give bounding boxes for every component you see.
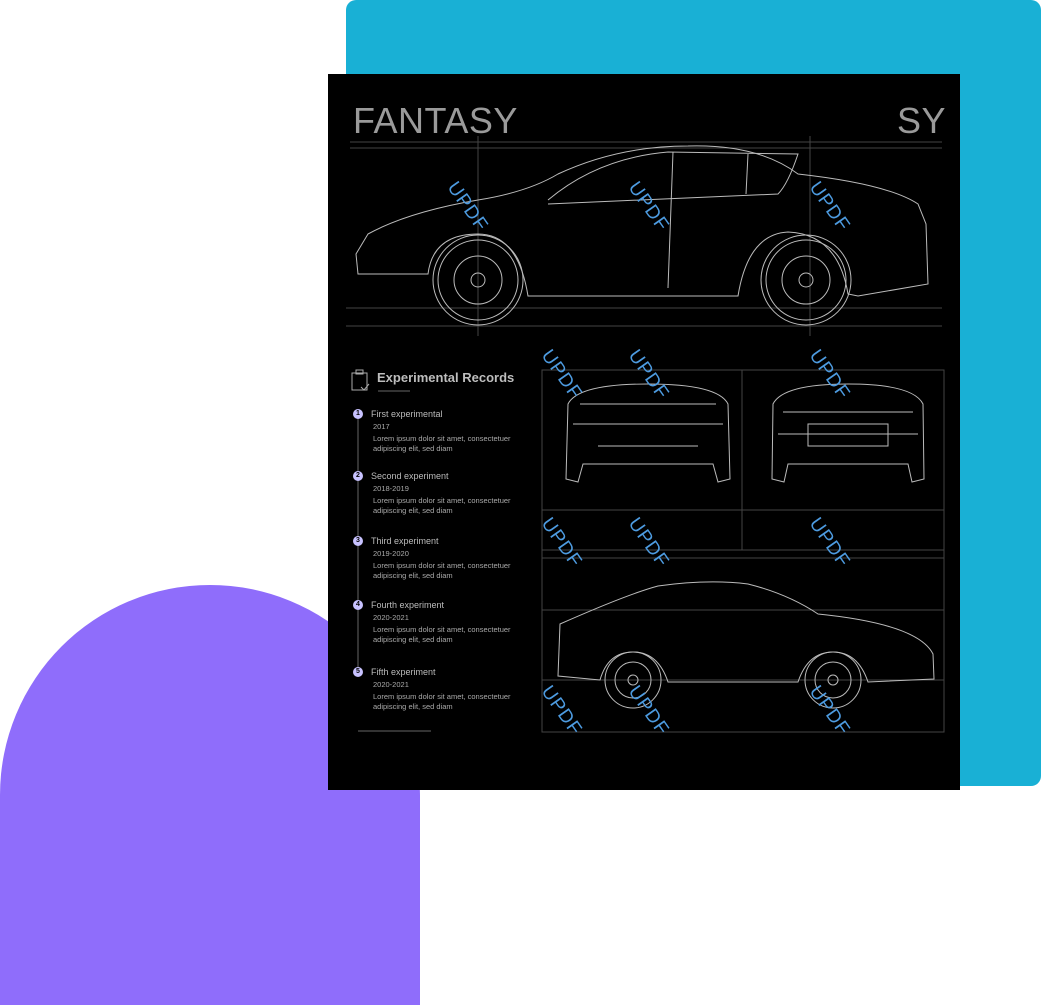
side-view-car-small bbox=[557, 581, 935, 709]
record-number: 3 bbox=[353, 536, 363, 546]
title-left: FANTASY bbox=[353, 100, 518, 141]
record-item: 5 Fifth experiment 2020-2021 Lorem ipsum… bbox=[353, 667, 531, 712]
record-desc: Lorem ipsum dolor sit amet, consectetuer… bbox=[373, 561, 511, 580]
record-number: 1 bbox=[353, 409, 363, 419]
record-item: 2 Second experiment 2018-2019 Lorem ipsu… bbox=[353, 471, 531, 516]
record-number: 2 bbox=[353, 471, 363, 481]
record-title: First experimental bbox=[371, 409, 443, 419]
record-item: 1 First experimental 2017 Lorem ipsum do… bbox=[353, 409, 531, 454]
record-years: 2020-2021 bbox=[373, 613, 409, 622]
record-title: Fifth experiment bbox=[371, 667, 436, 677]
car-blueprints bbox=[346, 136, 945, 733]
record-years: 2019-2020 bbox=[373, 549, 409, 558]
record-years: 2020-2021 bbox=[373, 680, 409, 689]
record-desc: Lorem ipsum dolor sit amet, consectetuer… bbox=[373, 496, 511, 515]
front-view-car bbox=[565, 383, 731, 483]
record-title: Third experiment bbox=[371, 536, 439, 546]
document-page: FANTASY SY Experimental Records 1 First … bbox=[328, 74, 960, 790]
record-item: 4 Fourth experiment 2020-2021 Lorem ipsu… bbox=[353, 600, 531, 645]
record-desc: Lorem ipsum dolor sit amet, consectetuer… bbox=[373, 625, 511, 644]
record-title: Fourth experiment bbox=[371, 600, 445, 610]
side-view-car-large bbox=[355, 145, 929, 326]
record-years: 2018-2019 bbox=[373, 484, 409, 493]
record-desc: Lorem ipsum dolor sit amet, consectetuer… bbox=[373, 692, 511, 711]
record-number: 4 bbox=[353, 600, 363, 610]
records-heading: Experimental Records bbox=[377, 370, 515, 385]
rear-view-car bbox=[771, 383, 925, 483]
record-number: 5 bbox=[353, 667, 363, 677]
record-years: 2017 bbox=[373, 422, 390, 431]
title-right: SY bbox=[896, 100, 946, 141]
record-desc: Lorem ipsum dolor sit amet, consectetuer… bbox=[373, 434, 511, 453]
record-title: Second experiment bbox=[371, 471, 449, 481]
clipboard-check-icon bbox=[351, 369, 370, 391]
record-item: 3 Third experiment 2019-2020 Lorem ipsum… bbox=[353, 536, 531, 581]
